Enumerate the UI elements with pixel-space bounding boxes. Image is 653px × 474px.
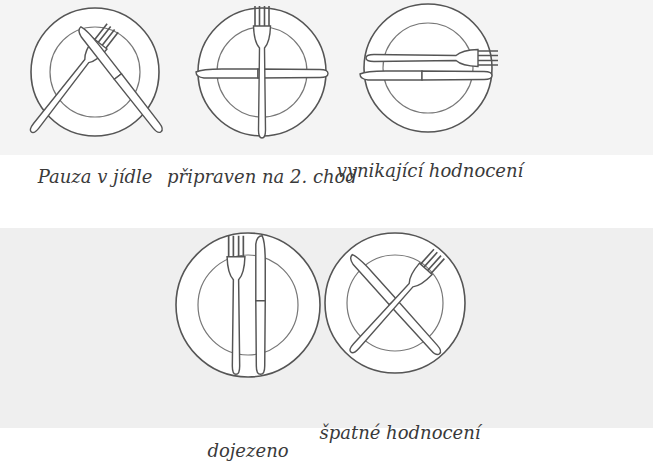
caption-label: dojezeno bbox=[207, 440, 288, 462]
bottom-ground bbox=[0, 228, 653, 428]
fork bbox=[25, 23, 120, 137]
plate-rim bbox=[176, 233, 320, 377]
plate-center bbox=[198, 255, 298, 355]
fork bbox=[227, 236, 245, 375]
fork bbox=[366, 50, 498, 67]
top-ground bbox=[0, 0, 653, 155]
knife bbox=[256, 236, 265, 375]
plate-center bbox=[383, 23, 473, 113]
plate-rim bbox=[364, 4, 492, 132]
caption-label: Pauza v jídle bbox=[38, 166, 153, 188]
knife bbox=[76, 25, 164, 135]
fork bbox=[345, 248, 446, 357]
caption-label: vynikající hodnocení bbox=[337, 160, 524, 182]
knife bbox=[360, 71, 492, 80]
caption-label: špatné hodnocení bbox=[319, 422, 480, 444]
fork bbox=[254, 6, 271, 138]
plate-rim bbox=[31, 8, 159, 136]
plate-rim bbox=[325, 233, 465, 373]
caption-label: připraven na 2. chod bbox=[167, 166, 357, 188]
